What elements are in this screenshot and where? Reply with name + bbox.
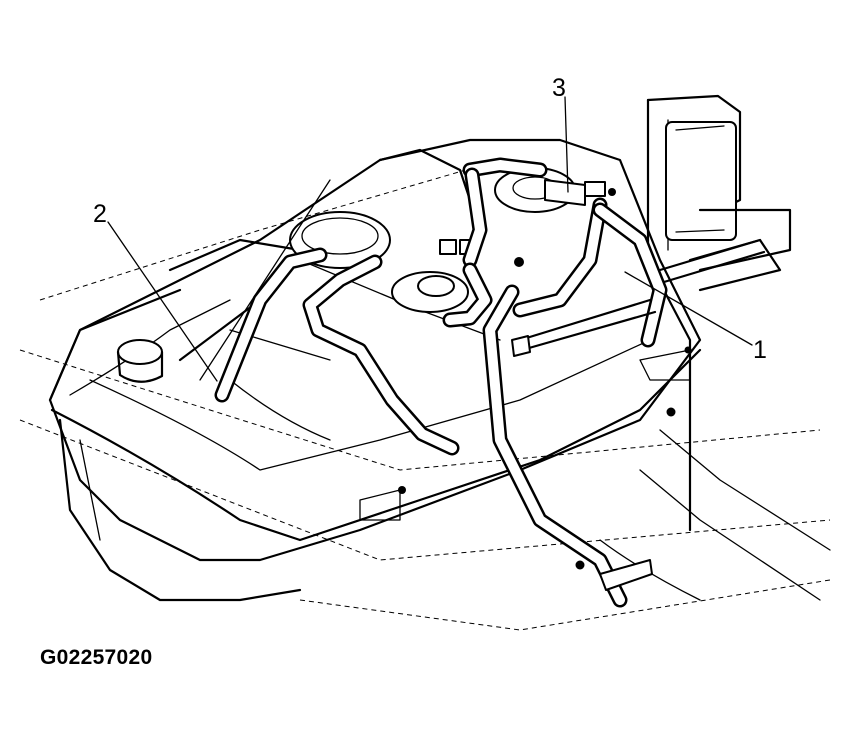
callout-3: 3: [552, 74, 566, 102]
evap-valve-assembly: [494, 167, 606, 213]
hoses: [199, 157, 766, 608]
callout-1: 1: [753, 336, 767, 364]
fasteners: [398, 188, 692, 591]
leader-lines: [107, 96, 753, 382]
sender-unit: [391, 239, 475, 313]
fuel-tank: [48, 138, 702, 602]
callout-2: 2: [93, 200, 107, 228]
figure-id: G02257020: [40, 646, 153, 669]
canister-bracket: [646, 94, 792, 532]
frame-rails: [19, 159, 831, 631]
